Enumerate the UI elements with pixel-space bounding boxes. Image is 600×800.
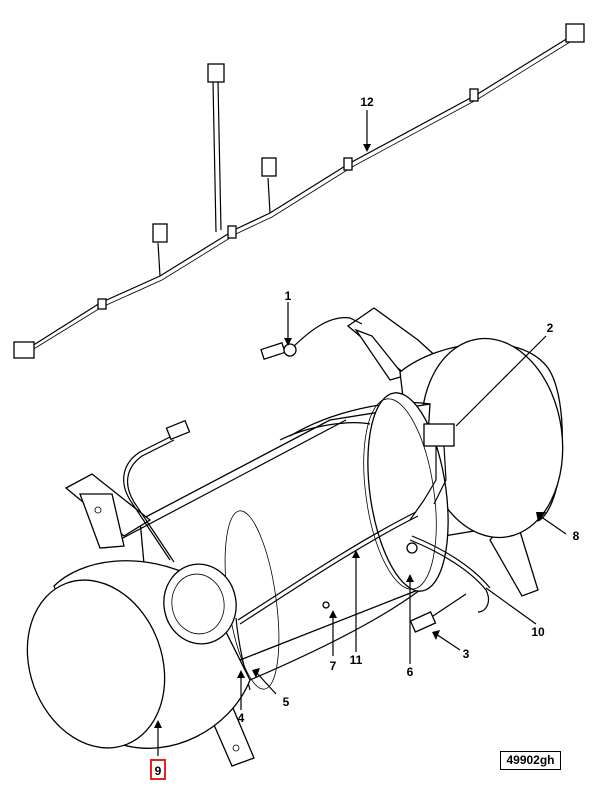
inlet-end-face	[26, 579, 166, 749]
callout-3: 3	[463, 647, 470, 661]
callout-11: 11	[350, 653, 363, 667]
harness-clip	[97, 298, 107, 310]
callout-4: 4	[238, 711, 245, 725]
callout-7: 7	[330, 659, 337, 673]
sensor-lines	[123, 317, 491, 633]
harness-clip	[469, 88, 479, 102]
callout-5: 5	[283, 695, 290, 709]
inspection-plug	[322, 601, 330, 609]
callout-8: 8	[573, 529, 580, 543]
outlet-sensor	[409, 611, 437, 633]
callout-labels: 12 1 2 8 10 3 6 11 7 5 4 9	[155, 95, 580, 778]
leader-lines	[154, 110, 567, 756]
harness-connector	[207, 63, 225, 83]
callout-6: 6	[407, 665, 414, 679]
figure-id-label: 49902gh	[500, 751, 561, 770]
outlet-end	[399, 337, 564, 541]
sensor-connector	[165, 419, 191, 441]
temperature-sensor	[260, 342, 286, 360]
callout-10: 10	[531, 625, 545, 639]
harness-clip	[343, 157, 353, 171]
callout-1: 1	[285, 289, 292, 303]
sensor-fitting	[406, 542, 418, 554]
wiring-harness	[13, 23, 585, 359]
harness-connector	[261, 157, 277, 177]
harness-connector	[565, 23, 585, 43]
callout-9: 9	[155, 764, 162, 778]
highlight-box	[150, 759, 166, 780]
harness-connector	[152, 223, 168, 243]
inlet-end	[26, 560, 251, 749]
harness-connector	[13, 341, 35, 359]
harness-clip	[227, 225, 237, 239]
pressure-sensor	[423, 423, 455, 447]
callout-2: 2	[547, 321, 554, 335]
callout-12: 12	[360, 95, 374, 109]
